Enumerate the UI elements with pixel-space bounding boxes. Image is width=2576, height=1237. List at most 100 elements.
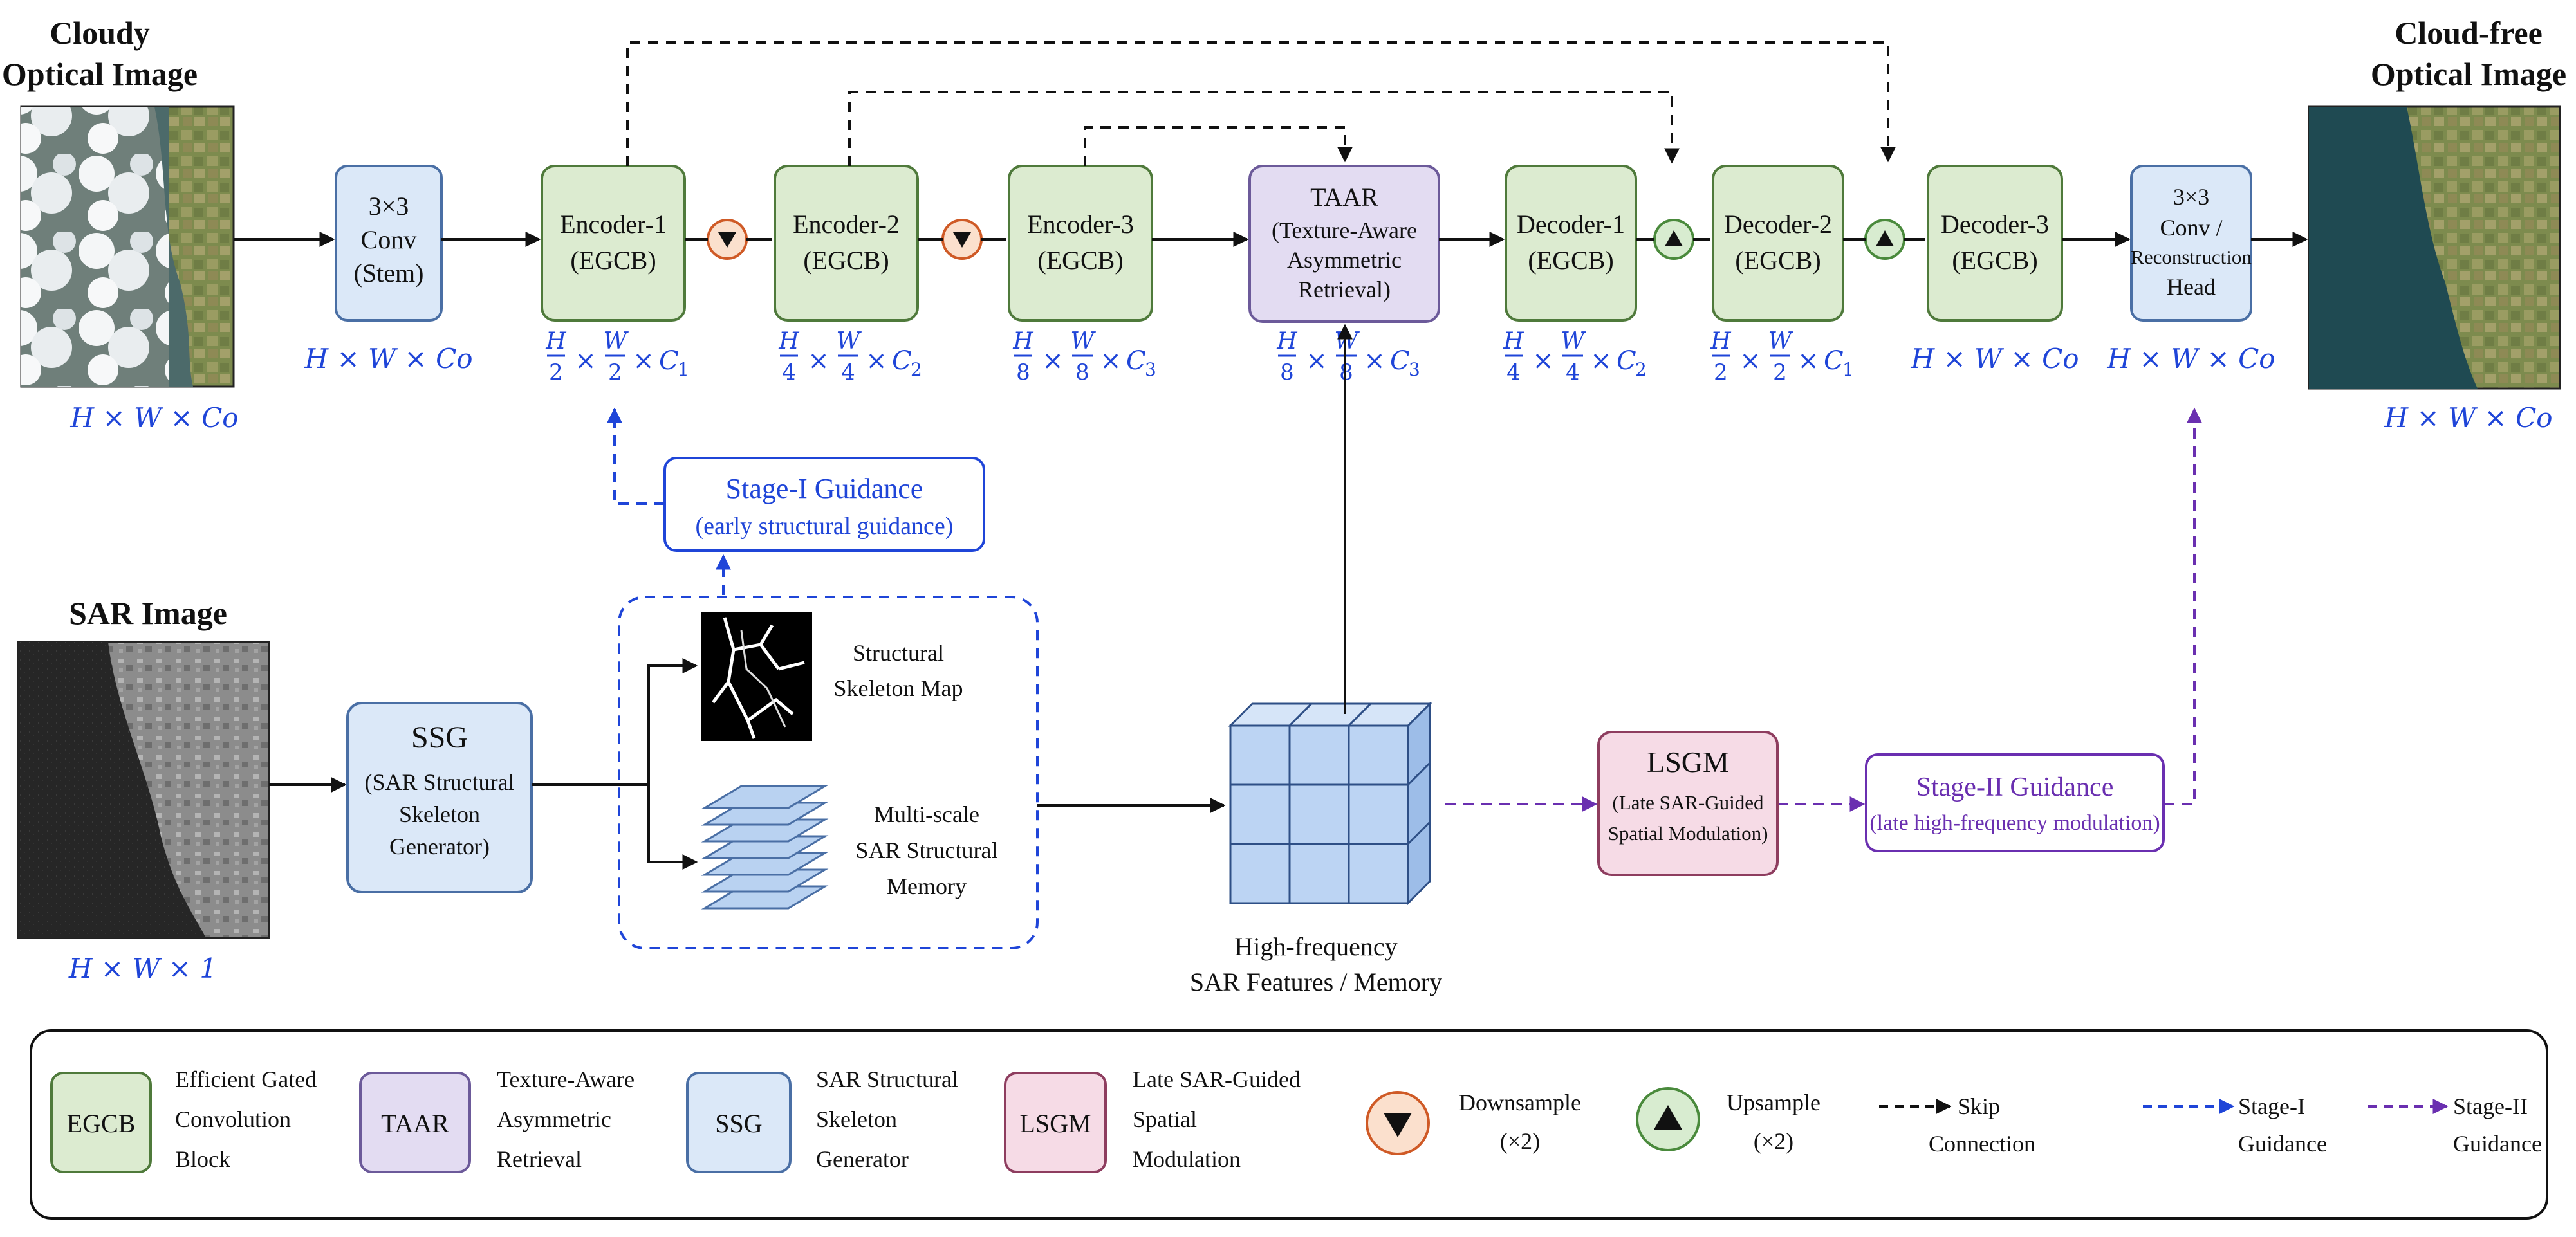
fraction-denominator: 4 xyxy=(1506,360,1521,385)
fraction-denominator: 8 xyxy=(1075,360,1089,385)
sar-image-dims: H × W × 1 xyxy=(68,953,217,984)
ssg-line4: Generator) xyxy=(389,834,490,859)
lsgm-line3: Spatial Modulation) xyxy=(1608,822,1768,845)
cube-front-face xyxy=(1348,843,1409,904)
ssg-output-arrows xyxy=(532,658,698,870)
fraction-denominator: 4 xyxy=(782,360,796,385)
legend-ssg-line2: Skeleton xyxy=(816,1106,897,1132)
lsgm-block xyxy=(1597,731,1779,876)
fraction-numerator: W xyxy=(1334,328,1360,354)
cloudy-optical-image xyxy=(20,105,235,388)
legend-skip-line1: Skip xyxy=(1958,1094,2000,1119)
channel-symbol: C xyxy=(1126,346,1146,376)
channel-subscript: 2 xyxy=(1635,359,1647,380)
channel-subscript: 1 xyxy=(1842,359,1854,380)
cube-front-face xyxy=(1288,783,1350,845)
fraction-numerator: W xyxy=(1768,328,1793,354)
legend-stage1-line2: Guidance xyxy=(2238,1131,2327,1157)
legend-egcb-line1: Efficient Gated xyxy=(175,1067,317,1092)
lsgm-line1: LSGM xyxy=(1647,746,1729,778)
cube-front-face xyxy=(1348,724,1409,786)
stage2-guidance-arrows xyxy=(1445,407,2202,812)
cloudy-image-dims: H × W × Co xyxy=(69,402,238,434)
decoder1-line2: (EGCB) xyxy=(1528,246,1613,275)
skeleton-map-label-line1: Structural xyxy=(853,640,944,666)
fraction-denominator: 4 xyxy=(1566,360,1580,385)
channel-symbol: C xyxy=(1824,346,1844,376)
fraction-numerator: W xyxy=(1561,328,1586,354)
legend-taar-line1: Texture-Aware xyxy=(497,1067,635,1092)
times-symbol: × xyxy=(1532,346,1554,376)
feature-dimension-labels: H2×W2×C1H4×W4×C2H8×W8×C3H8×W8×C3H4×W4×C2… xyxy=(545,328,1854,385)
high-frequency-feature-cube-icon xyxy=(1228,701,1432,906)
times-symbol: × xyxy=(1797,346,1819,376)
stem-line3: (Stem) xyxy=(354,259,424,288)
fraction-numerator: H xyxy=(1012,328,1033,354)
legend-upsample-line2: (×2) xyxy=(1754,1128,1793,1154)
encoder3-block xyxy=(1008,165,1153,322)
fraction-numerator: H xyxy=(1710,328,1731,354)
taar-line3: Asymmetric xyxy=(1287,247,1402,273)
multiscale-memory-stack-icon xyxy=(701,785,829,910)
upsample-icon xyxy=(1864,219,1905,260)
cube-front-face xyxy=(1229,783,1291,845)
stage2-guidance-subtitle: (late high-frequency modulation) xyxy=(1869,811,2160,835)
fraction-numerator: H xyxy=(778,328,799,354)
times-symbol: × xyxy=(1364,346,1385,376)
sar-image-title: SAR Image xyxy=(69,595,227,631)
cube-front-face xyxy=(1288,843,1350,904)
channel-symbol: C xyxy=(659,346,679,376)
decoder3-block xyxy=(1927,165,2063,322)
cube-top-face xyxy=(1346,702,1432,727)
fraction-numerator: H xyxy=(545,328,566,354)
cloudy-image-title-line1: Cloudy xyxy=(50,15,150,51)
stage1-guidance-subtitle: (early structural guidance) xyxy=(696,513,954,540)
legend-stage2-line2: Guidance xyxy=(2453,1131,2542,1157)
stem-line1: 3×3 xyxy=(369,192,409,221)
memory-label-line3: Memory xyxy=(887,874,967,899)
head-line3: Reconstruction xyxy=(2131,246,2252,268)
cube-front-face xyxy=(1229,724,1291,786)
legend-taar-line2: Asymmetric xyxy=(497,1106,611,1132)
encoder1-line1: Encoder-1 xyxy=(560,210,667,239)
times-symbol: × xyxy=(1100,346,1122,376)
fraction-numerator: H xyxy=(1276,328,1297,354)
encoder1-line2: (EGCB) xyxy=(570,246,656,275)
head-line4: Head xyxy=(2167,274,2216,300)
taar-line2: (Texture-Aware xyxy=(1272,217,1417,243)
legend-egcb-line3: Block xyxy=(175,1146,230,1172)
ssg-line2: (SAR Structural xyxy=(365,769,515,795)
ssg-line3: Skeleton xyxy=(399,802,480,827)
fraction-numerator: W xyxy=(836,328,862,354)
fraction-numerator: H xyxy=(1503,328,1524,354)
cube-front-face xyxy=(1229,843,1291,904)
legend-lsgm-line1: Late SAR-Guided xyxy=(1133,1067,1301,1092)
legend-ssg-swatch xyxy=(686,1072,792,1173)
legend-taar-abbr: TAAR xyxy=(381,1109,449,1138)
legend-lsgm-line2: Spatial xyxy=(1133,1106,1197,1132)
memory-label-line1: Multi-scale xyxy=(874,802,979,827)
legend-downsample-line2: (×2) xyxy=(1500,1128,1540,1154)
times-symbol: × xyxy=(808,346,829,376)
cube-front-face xyxy=(1348,783,1409,845)
fraction-denominator: 2 xyxy=(1714,360,1728,385)
decoder3-line2: (EGCB) xyxy=(1952,246,2037,275)
legend-taar-swatch xyxy=(359,1072,471,1173)
legend-lsgm-line3: Modulation xyxy=(1133,1146,1241,1172)
legend-taar-line3: Retrieval xyxy=(497,1146,582,1172)
stem-conv-block xyxy=(335,165,443,322)
times-symbol: × xyxy=(866,346,887,376)
stem-dims: H × W × Co xyxy=(304,343,472,374)
stem-line2: Conv xyxy=(361,225,417,254)
channel-subscript: 3 xyxy=(1145,359,1156,380)
channel-subscript: 2 xyxy=(911,359,922,380)
encoder2-block xyxy=(774,165,919,322)
memory-label-line2: SAR Structural xyxy=(856,838,998,863)
channel-symbol: C xyxy=(892,346,912,376)
legend-downsample-line1: Downsample xyxy=(1459,1090,1581,1115)
legend-skip-line2: Connection xyxy=(1929,1131,2035,1157)
structural-guidance-container xyxy=(618,596,1039,949)
decoder2-line2: (EGCB) xyxy=(1735,246,1821,275)
head-line2: Conv / xyxy=(2160,215,2222,241)
